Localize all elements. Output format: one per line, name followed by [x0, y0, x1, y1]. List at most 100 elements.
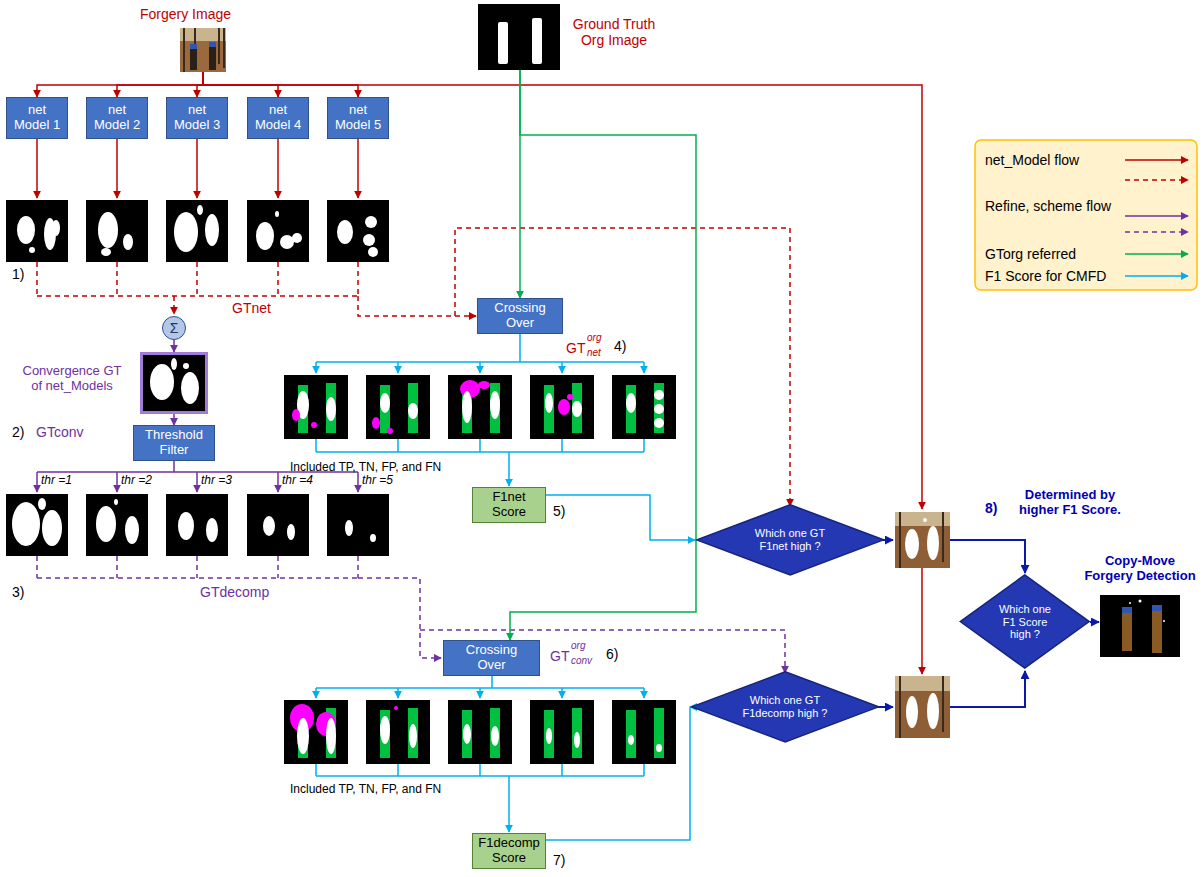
- callout-number: 7): [553, 852, 565, 868]
- ellipse-shape: [923, 518, 927, 522]
- image-heading: Convergence GT of net_Models: [16, 364, 128, 394]
- forgery-photo: [180, 28, 226, 72]
- line-shape: [196, 139, 198, 198]
- ellipse-shape: [463, 724, 471, 744]
- line-shape: [561, 362, 563, 373]
- rect-shape: [626, 385, 636, 433]
- node-text: net Model 3: [172, 103, 222, 133]
- ellipse-shape: [345, 520, 353, 536]
- output-title: Copy-Move Forgery Detection: [1080, 554, 1200, 584]
- ellipse-shape: [297, 718, 309, 754]
- superscript-label: org: [571, 640, 585, 652]
- net-model-flow: [37, 85, 922, 674]
- ellipse-shape: [114, 499, 118, 505]
- g-shape: [448, 700, 512, 764]
- line-shape: [173, 296, 175, 314]
- model-masks: [6, 200, 389, 262]
- label-anchor: 7): [553, 852, 565, 868]
- rect-shape: [490, 708, 500, 758]
- ellipse-shape: [326, 718, 336, 754]
- ellipse-shape: [628, 735, 634, 745]
- rect-shape: [1152, 605, 1162, 611]
- line-shape: [1125, 275, 1188, 277]
- ellipse-shape: [38, 498, 46, 510]
- legend-text: net_Model flow: [985, 152, 1079, 168]
- rect-shape: [366, 700, 430, 764]
- ellipse-shape: [490, 391, 500, 419]
- decomp-overlay-images: [284, 700, 676, 764]
- ellipse-shape: [256, 222, 274, 250]
- line-shape: [315, 688, 317, 698]
- ellipse-shape: [96, 506, 116, 542]
- line-shape: [196, 472, 198, 492]
- line-shape: [561, 688, 563, 698]
- ellipse-shape: [263, 516, 275, 536]
- heading-anchor: Convergence GT of net_Models: [16, 364, 128, 394]
- rect-shape: [6, 200, 68, 262]
- label-anchor: GT: [566, 340, 585, 356]
- ellipse-shape: [656, 744, 662, 752]
- polyline-shape: [203, 85, 922, 509]
- ellipse-shape: [206, 518, 218, 542]
- score-box: F1decomp Score: [472, 833, 546, 869]
- g-shape: [284, 375, 348, 439]
- legend-box: [975, 140, 1197, 290]
- image-heading: Ground Truth Org Image: [572, 16, 656, 48]
- diamond-shape: [961, 575, 1090, 668]
- image-panel: Ground Truth Org Image: [478, 4, 560, 70]
- label-anchor: 4): [614, 338, 626, 354]
- ellipse-shape: [380, 393, 390, 413]
- legend-entry: Refine, scheme flow: [985, 198, 1111, 214]
- process-box: net Model 1: [6, 97, 68, 139]
- polyline-shape: [358, 578, 441, 658]
- rect-shape: [975, 140, 1197, 290]
- g-shape: [905, 518, 939, 560]
- note-text: Determined by higher F1 Score.: [1005, 488, 1135, 518]
- label-anchor: GTconv: [36, 424, 83, 440]
- f1-flow: [316, 334, 644, 832]
- node-text: F1decomp Score: [477, 836, 541, 866]
- line-shape: [315, 362, 317, 373]
- rect-shape: [895, 512, 950, 568]
- ellipse-shape: [183, 363, 189, 369]
- node-text: Which one GT F1net high ?: [744, 527, 836, 552]
- g-shape: [1129, 600, 1165, 623]
- score-box: F1net Score: [472, 487, 546, 523]
- ellipse-shape: [368, 247, 378, 257]
- connector-arrow: [197, 72, 203, 97]
- label-anchor: 1): [12, 266, 24, 282]
- rect-shape: [654, 383, 664, 433]
- signal-label: GTdecomp: [200, 584, 269, 600]
- callout-number: 2): [12, 424, 24, 440]
- g-shape: [612, 700, 676, 764]
- signal-label: GTconv: [36, 424, 83, 440]
- result-photo: [895, 676, 950, 738]
- ellipse-shape: [171, 358, 177, 370]
- legend-entry: GTorg referred: [985, 246, 1076, 262]
- connector-arrow: [546, 707, 690, 840]
- ellipse-shape: [491, 726, 499, 746]
- g-shape: [327, 200, 389, 262]
- label-anchor: thr =4: [282, 474, 313, 488]
- rect-shape: [1122, 607, 1132, 613]
- ellipse-shape: [311, 422, 317, 428]
- ellipse-shape: [572, 401, 582, 417]
- line-shape: [397, 362, 399, 373]
- g-shape: [628, 735, 662, 752]
- ellipse-shape: [29, 247, 35, 253]
- note-text: Included TP, TN, FP, and FN: [290, 461, 441, 475]
- legend-text: GTorg referred: [985, 246, 1076, 262]
- rect-shape: [448, 375, 512, 439]
- g-shape: [530, 375, 594, 439]
- ellipse-shape: [387, 428, 393, 434]
- line-shape: [479, 362, 481, 373]
- rect-shape: [366, 375, 430, 439]
- node-text: net Model 2: [92, 103, 142, 133]
- line-shape: [357, 472, 359, 492]
- ellipse-shape: [123, 234, 133, 250]
- node-text: Crossing Over: [482, 301, 558, 331]
- ellipse-shape: [52, 220, 60, 236]
- g-shape: [463, 724, 499, 746]
- g-shape: [545, 393, 582, 417]
- signal-label: GTnet: [232, 300, 271, 316]
